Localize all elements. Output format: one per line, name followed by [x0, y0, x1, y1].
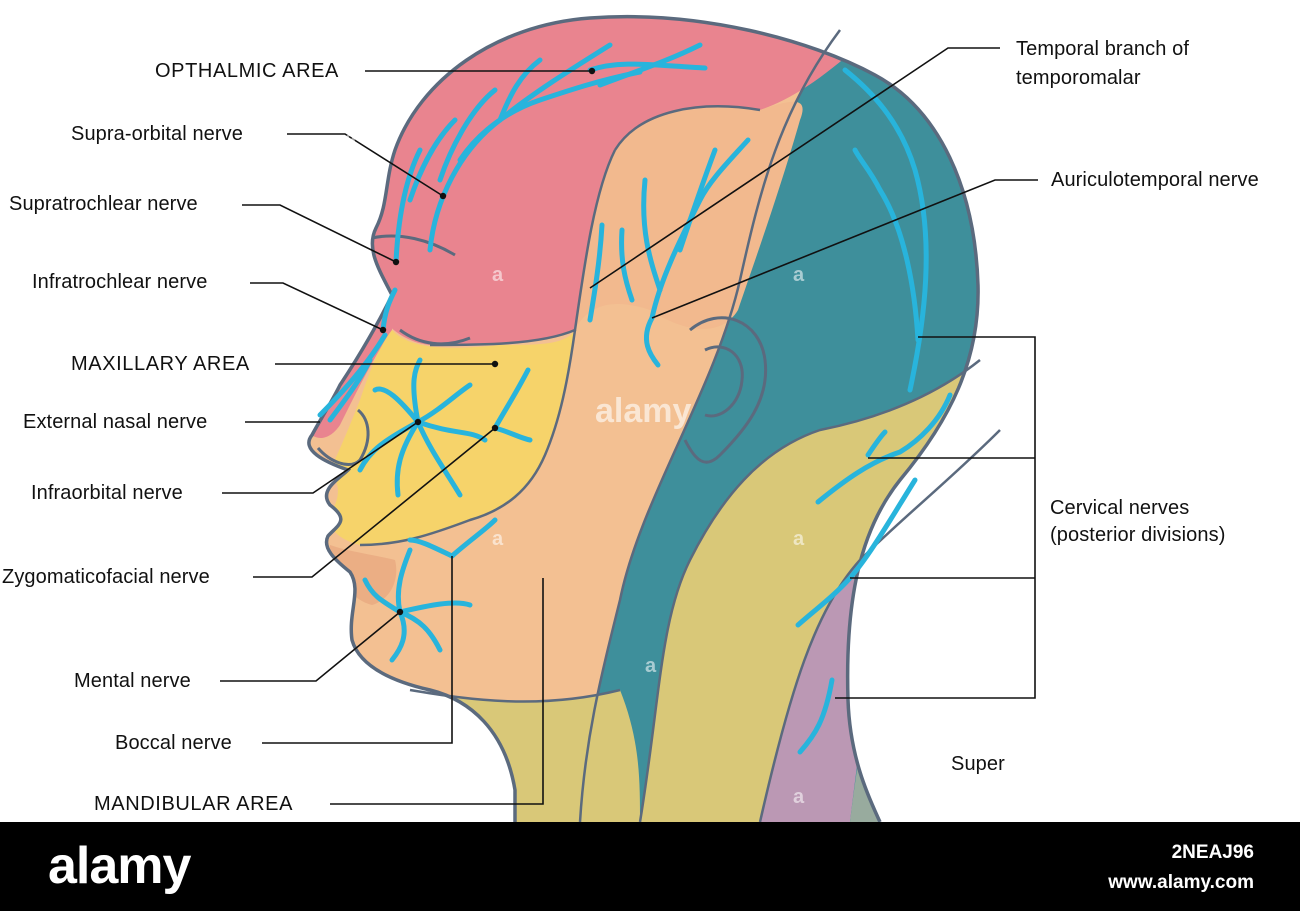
watermark-tile: a [645, 655, 657, 677]
label-cervical-nerves-line1: Cervical nerves [1050, 497, 1190, 519]
leader-infratrochlear [250, 282, 384, 331]
mental-nerve [395, 547, 413, 615]
nerve-branches [317, 42, 953, 755]
image-id: 2NEAJ96 [1171, 842, 1254, 863]
label-maxillary-area: MAXILLARY AREA [71, 353, 250, 375]
watermark-alamy: alamy [595, 392, 692, 430]
eyebrow [371, 234, 456, 257]
alamy-logo: alamy [48, 837, 191, 895]
infratrochlear-nerve [380, 287, 398, 333]
label-super: Super [951, 753, 1005, 775]
label-supra-orbital-nerve: Supra-orbital nerve [71, 123, 243, 145]
leader-cervical-bracket [835, 336, 1036, 699]
watermark-tile: a [345, 128, 357, 150]
leader-mandibular [330, 578, 544, 805]
label-mandibular-area: MANDIBULAR AREA [94, 793, 294, 815]
label-opthalmic-area: OPTHALMIC AREA [155, 60, 339, 82]
watermark-tile: a [793, 786, 805, 808]
supratrochlear-nerve [393, 147, 423, 265]
greater-occipital-nerve [842, 67, 929, 393]
head-outline [307, 14, 980, 822]
watermark-tile: a [492, 264, 504, 286]
leader-supratrochlear [242, 204, 397, 263]
temporal-region [575, 101, 803, 330]
diagram-stage: OPTHALMIC AREA Supra-orbital nerve Supra… [2, 14, 1259, 822]
external-nasal-nerve [317, 332, 388, 418]
stock-footer-bar: alamy 2NEAJ96 www.alamy.com [0, 822, 1300, 911]
label-infraorbital-nerve: Infraorbital nerve [31, 482, 183, 504]
ear-outer [683, 316, 768, 464]
leader-mental [220, 611, 401, 682]
eye [399, 328, 471, 346]
nose-wing [356, 408, 370, 461]
leader-auriculotemporal [651, 179, 1038, 319]
site-url: www.alamy.com [1108, 872, 1254, 893]
neck-yellow-front [410, 690, 640, 822]
infraorbital-nerve [411, 357, 423, 425]
region-boundaries [359, 29, 1001, 822]
label-infratrochlear-nerve: Infratrochlear nerve [32, 271, 208, 293]
facial-features [316, 234, 768, 466]
leader-zygomaticofacial [253, 427, 496, 578]
leader-supra-orbital [287, 133, 444, 197]
leader-infraorbital [222, 421, 419, 494]
watermark-tile: a [793, 264, 805, 286]
label-external-nasal-nerve: External nasal nerve [23, 411, 208, 433]
label-mental-nerve: Mental nerve [74, 670, 191, 692]
leader-lines [220, 47, 1038, 805]
leader-boccal [262, 556, 453, 744]
label-auriculotemporal-nerve: Auriculotemporal nerve [1051, 169, 1259, 191]
maxillary-region [329, 330, 575, 545]
cervical-nerve-lower [797, 677, 835, 755]
label-cervical-nerves-line2: (posterior divisions) [1050, 524, 1226, 546]
leader-dots [379, 67, 596, 616]
label-supratrochlear-nerve: Supratrochlear nerve [9, 193, 198, 215]
head-illustration [220, 14, 1038, 822]
watermark-tile: a [492, 528, 504, 550]
ear-inner [704, 345, 744, 418]
label-boccal-nerve: Boccal nerve [115, 732, 232, 754]
zygomaticofacial-nerve [492, 367, 531, 431]
sensory-regions [308, 16, 979, 822]
label-zygomaticofacial-nerve: Zygomaticofacial nerve [2, 566, 210, 588]
boccal-nerve [449, 517, 498, 559]
temporal-branch-nerve [587, 222, 605, 323]
label-temporal-branch-line2: temporomalar [1016, 67, 1141, 89]
label-temporal-branch-line1: Temporal branch of [1016, 38, 1190, 60]
cervical-nerve-upper [815, 392, 953, 505]
leader-temporal-branch [589, 47, 1000, 289]
watermark-tile: a [793, 528, 805, 550]
nostril [316, 446, 362, 466]
lip-shadow [330, 545, 397, 605]
